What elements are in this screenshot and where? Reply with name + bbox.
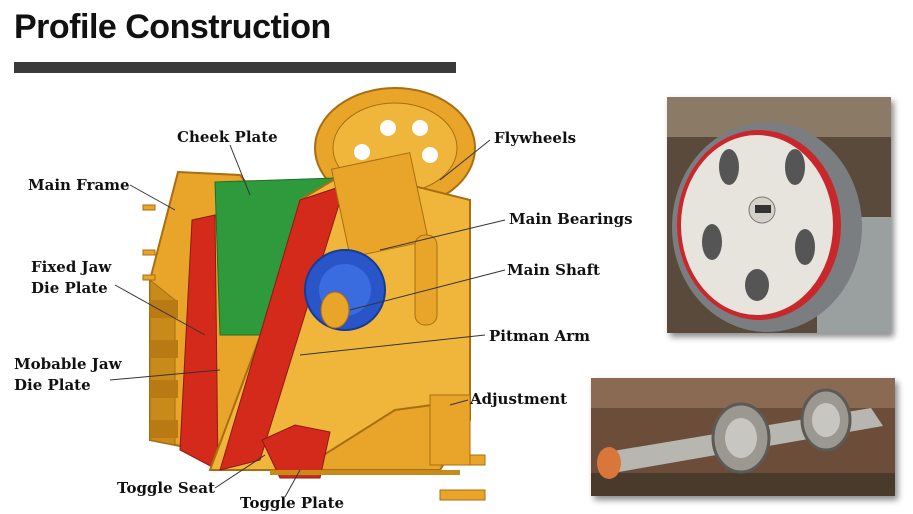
leader-lines xyxy=(109,139,506,498)
page-title: Profile Construction xyxy=(14,8,331,46)
label-adjustment: Adjustment xyxy=(469,390,567,408)
label-pitman-arm: Pitman Arm xyxy=(489,327,590,345)
label-flywheels: Flywheels xyxy=(494,129,576,147)
adjustment-drawing xyxy=(429,394,471,466)
label-fixed-jaw-line1: Fixed Jaw xyxy=(31,258,112,276)
label-mobable-jaw-line2: Die Plate xyxy=(14,376,91,394)
label-main-frame: Main Frame xyxy=(28,176,130,194)
label-main-shaft: Main Shaft xyxy=(507,261,600,279)
title-underline-bar xyxy=(14,62,456,73)
label-main-bearings: Main Bearings xyxy=(509,210,633,228)
flywheel-photo xyxy=(667,97,891,333)
main-bearing-drawing xyxy=(304,249,386,331)
label-toggle-plate: Toggle Plate xyxy=(240,494,344,512)
label-fixed-jaw-line2: Die Plate xyxy=(31,279,108,297)
label-toggle-seat: Toggle Seat xyxy=(117,479,215,497)
shaft-bearing-photo xyxy=(591,378,895,496)
label-mobable-jaw-line1: Mobable Jaw xyxy=(14,355,123,373)
label-cheek-plate: Cheek Plate xyxy=(177,128,278,146)
